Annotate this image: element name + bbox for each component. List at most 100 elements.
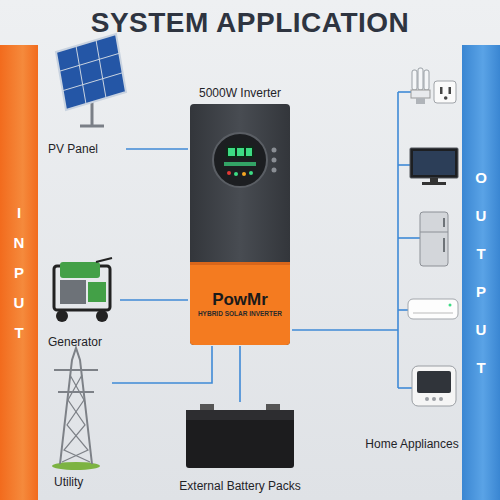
bulb-outlet-icon-part [424,70,429,90]
node-text: PowMr [212,290,268,310]
bulb-outlet-icon-part [440,87,443,94]
inverter-body-part [272,168,277,173]
bulb-outlet-icon-part [416,98,425,104]
output-bus-part [398,309,408,311]
input-band: INPUT [0,45,38,500]
air-conditioner-icon [408,299,458,319]
inverter-body-part [227,171,231,175]
bulb-outlet-icon-part [412,70,417,90]
battery-icon-part [200,404,214,411]
generator-icon-part [88,282,106,302]
inverter-body-part [237,148,244,156]
air-conditioner-icon-part [413,313,453,314]
battery-icon [186,404,294,468]
connector-line [239,346,241,402]
utility-pylon-icon-part [58,391,94,393]
tv-icon-part [422,182,446,185]
device-icon [412,366,456,406]
fridge-icon-part [443,238,445,252]
battery-icon-part [266,404,280,411]
pv-panel-icon-part [96,40,106,98]
fridge-icon [420,212,448,266]
pv-panel-icon-part [63,73,123,91]
device-icon-part [425,397,429,401]
connector-line [120,299,188,301]
generator-icon-part [96,310,108,322]
pv-panel-icon-part [80,125,104,128]
inverter-body-part [190,262,290,265]
bulb-outlet-icon-part [449,87,452,94]
inverter-body-part [228,148,235,156]
fridge-icon-part [443,218,445,227]
utility-node: Utility [44,340,112,490]
fridge-icon-part [420,232,448,233]
inverter-body-part [234,172,238,176]
device-icon-part [432,397,436,401]
generator-icon-part [60,262,100,278]
inverter-body-part [190,262,290,345]
home-appliances-node: Home Appliances [356,62,468,452]
connector-line [292,329,356,331]
output-bus-part [398,164,410,166]
node-label: Utility [54,475,83,490]
inverter-body-part [213,133,267,187]
node-label: Home Appliances [365,437,458,452]
pv-panel-icon [56,34,126,126]
connector-line [126,148,188,150]
node-label: INPUT [13,198,26,348]
utility-pylon-icon-part [64,375,90,462]
diagram-title: SYSTEM APPLICATION [91,6,410,40]
node-label: 5000W Inverter [199,86,281,101]
output-band: OUTPUT [462,45,500,500]
bulb-outlet-icon-part [418,68,423,90]
battery-icon-part [186,410,294,468]
inverter-body-part [272,148,277,153]
node-label: Generator [48,335,102,350]
inverter-body-part [224,162,256,166]
tv-icon-part [413,151,455,175]
bulb-outlet-icon-part [434,81,456,103]
inverter-body-part [226,146,254,158]
bulb-outlet-icon-part [444,96,448,100]
bulb-outlet-icon-part [411,90,430,98]
inverter-node: 5000W InverterPowMrHYBRID SOLAR INVERTER [188,86,292,346]
inverter-body-part [249,171,253,175]
device-icon-part [417,371,451,393]
air-conditioner-icon-part [449,304,452,307]
title-area: SYSTEM APPLICATION [0,6,500,40]
inverter-body-part [242,172,246,176]
generator-icon-part [60,280,86,304]
pv-panel-icon-part [76,46,86,104]
battery-node: External Battery Packs [168,402,312,494]
bulb-outlet-icon [411,68,456,104]
pv-panel-icon-part [59,53,119,71]
output-bus-part [398,387,412,389]
output-bus-part [398,237,420,239]
connector-line [112,346,212,383]
inverter-body-part [190,104,290,345]
generator-icon [54,258,112,322]
node-text: HYBRID SOLAR INVERTER [198,310,282,318]
air-conditioner-icon-part [408,299,458,319]
utility-pylon-icon [52,348,100,470]
node-label: PV Panel [48,142,98,157]
inverter-body-part [272,158,277,163]
tv-icon [410,148,458,185]
utility-pylon-icon-part [60,348,92,464]
pv-panel-icon-part [56,34,126,110]
inverter-body [190,104,290,345]
battery-icon-part [186,410,294,420]
output-bus [356,92,420,388]
utility-pylon-icon-part [54,369,98,371]
node-label: OUTPUT [475,159,488,387]
output-bus-part [356,329,398,331]
node-label: External Battery Packs [179,479,300,494]
device-icon-part [412,366,456,406]
pv-panel-icon-part [91,100,94,126]
inverter-body-part [246,148,252,156]
